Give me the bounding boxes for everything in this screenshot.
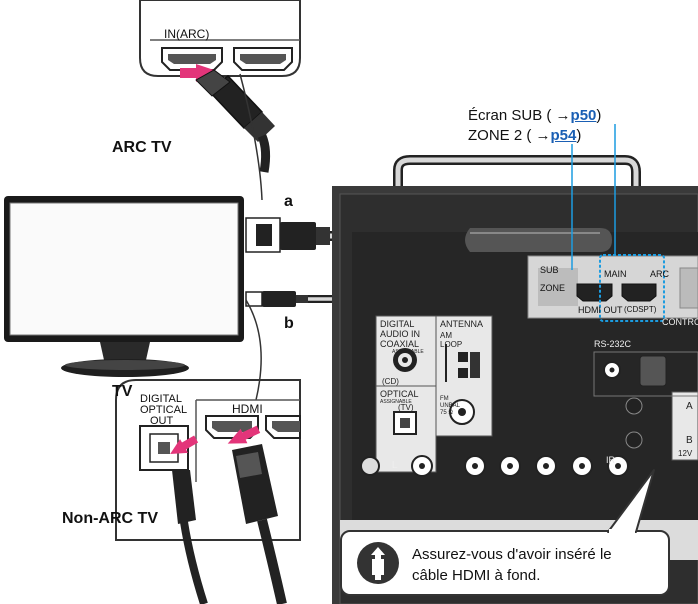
assignable-coax-label: ASSIGNABLE: [392, 349, 424, 355]
tip-icon: [357, 542, 399, 584]
out-label: OUT: [150, 415, 174, 427]
page-link-p54[interactable]: p54: [550, 127, 577, 144]
callout-text: Assurez-vous d'avoir inséré le câble HDM…: [412, 544, 612, 586]
non-arc-tv-label: Non-ARC TV: [62, 510, 158, 527]
ohm-label: 75 Ω: [440, 410, 453, 416]
in-arc-port-label: IN(ARC): [164, 27, 210, 41]
control-label: CONTROL: [662, 317, 698, 327]
zone2-suffix: ): [576, 127, 582, 144]
audio-in-label: AUDIO IN: [380, 329, 421, 339]
tv-illustration: [4, 196, 244, 377]
cd-label: (CD): [382, 377, 399, 386]
loop-label: LOOP: [440, 340, 463, 349]
hdmi-insert-tip-callout: Assurez-vous d'avoir inséré le câble HDM…: [340, 530, 670, 596]
hdmi-plug-top: [195, 69, 275, 173]
hdmi-sub-label: SUB: [540, 265, 559, 275]
b-jack-label: B: [686, 435, 693, 446]
zone2-prefix: ZONE 2 ( →: [468, 127, 551, 144]
fm-label: FM: [440, 396, 449, 402]
a-jack-label: A: [686, 401, 693, 412]
callout-line-2: câble HDMI à fond.: [412, 567, 541, 584]
insert-arrow-icon: [227, 425, 261, 444]
hdmi-out-label: HDMI OUT: [578, 305, 623, 315]
hdmi-label: HDMI: [232, 402, 263, 416]
zone2-reference: ZONE 2 ( →p54): [468, 128, 581, 143]
tv-label: TV: [112, 383, 133, 400]
hdmi-arc-label: ARC: [650, 269, 670, 279]
arc-tv-label: ARC TV: [112, 139, 172, 156]
cable-b-label: b: [284, 315, 294, 332]
optical-jack-label: OPTICAL: [380, 389, 419, 399]
antenna-label: ANTENNA: [440, 319, 484, 329]
ir-label: IR: [606, 455, 615, 465]
callout-line-1: Assurez-vous d'avoir inséré le: [412, 546, 612, 563]
sub-screen-reference: Écran SUB ( →p50): [468, 108, 601, 123]
insert-arrow-icon: [180, 64, 214, 82]
pre-l-label: L: [392, 460, 398, 471]
optical-label: OPTICAL: [140, 404, 188, 416]
insert-arrow-icon: [170, 435, 199, 454]
unbal-label: UNBAL: [440, 403, 461, 409]
cable-a-label: a: [284, 193, 293, 210]
hdmi-port-2: [233, 47, 293, 71]
page-link-p50[interactable]: p50: [570, 107, 597, 124]
hdmi-main-label: MAIN: [604, 269, 627, 279]
12v-label: 12V: [678, 449, 693, 458]
digital-label: DIGITAL: [140, 393, 182, 405]
coaxial-label: COAXIAL: [380, 339, 420, 349]
callout-pointer: [607, 469, 655, 533]
rs232c-label: RS-232C: [594, 339, 632, 349]
hdmi-in-arc-port: [161, 47, 223, 71]
assignable-optical-label: ASSIGNABLE: [380, 399, 412, 405]
bottom-inset: [115, 299, 301, 604]
sub-screen-prefix: Écran SUB ( →: [468, 107, 571, 124]
sub-screen-suffix: ): [596, 107, 602, 124]
receiver-rear-panel: [332, 186, 698, 604]
tv-jack-label: (TV): [398, 403, 414, 412]
am-label: AM: [440, 331, 452, 340]
hdmi-zone-label: ZONE: [540, 283, 566, 293]
hdmi-out-sub-label: (CDSPT): [624, 305, 657, 314]
digital-audio-label: DIGITAL: [380, 319, 415, 329]
top-inset: [139, 0, 301, 201]
